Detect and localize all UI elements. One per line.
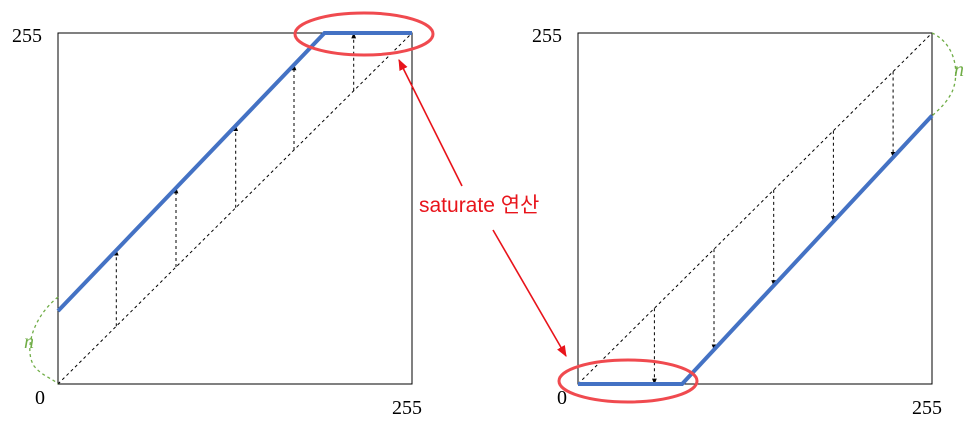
saturate-arrow-to-left-panel xyxy=(398,58,463,187)
left-axis-y-max-label: 255 xyxy=(12,25,42,47)
right-axis-origin-label: 0 xyxy=(557,387,567,409)
left-mapping-line xyxy=(56,31,412,313)
saturate-arrow-to-right-panel xyxy=(492,229,567,357)
right-mapping-line xyxy=(578,114,934,386)
saturate-annotation-label: saturate 연산 xyxy=(419,194,539,217)
right-axis-x-max-label: 255 xyxy=(912,397,942,419)
right-plot-frame xyxy=(577,32,933,385)
left-identity-line xyxy=(57,32,413,385)
right-offset-brace xyxy=(931,32,957,117)
right-offset-arrows xyxy=(652,71,896,385)
left-axis-x-max-label: 255 xyxy=(392,397,422,419)
left-panel: n 0 255 255 xyxy=(12,11,435,419)
left-axis-origin-label: 0 xyxy=(35,387,45,409)
saturate-annotation: saturate 연산 xyxy=(398,58,567,357)
right-saturation-highlight xyxy=(557,358,699,404)
right-offset-symbol: n xyxy=(954,59,964,81)
right-identity-line xyxy=(577,32,933,385)
left-saturation-highlight xyxy=(293,11,435,57)
left-offset-brace xyxy=(29,296,59,385)
left-offset-symbol: n xyxy=(24,331,34,353)
right-axis-y-max-label: 255 xyxy=(532,25,562,47)
left-offset-arrows xyxy=(113,32,357,327)
left-plot-frame xyxy=(57,32,413,385)
right-panel: n 0 255 255 xyxy=(532,25,964,419)
